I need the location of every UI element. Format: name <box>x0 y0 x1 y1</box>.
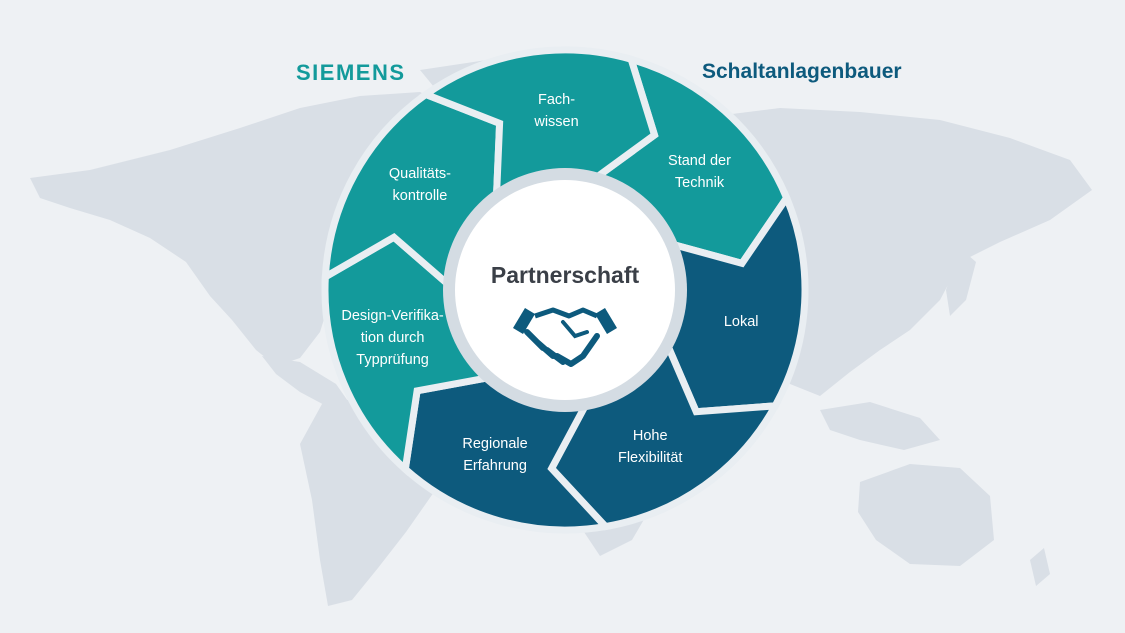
segment-label-qualitaetskontrolle: Qualitäts- kontrolle <box>388 166 451 205</box>
map-new-zealand <box>1030 548 1050 586</box>
map-central-america <box>262 356 350 408</box>
center-disc <box>455 180 675 400</box>
schaltanlagenbauer-header: Schaltanlagenbauer <box>702 60 902 83</box>
segment-label-hohe-flexibilitaet: Hohe Flexibilität <box>617 428 683 467</box>
segment-label-lokal: Lokal <box>723 313 759 330</box>
map-japan <box>946 248 976 316</box>
center-circle <box>443 168 687 412</box>
siemens-header: SIEMENS <box>296 60 406 85</box>
map-north-america <box>30 92 450 366</box>
handshake-icon <box>513 307 617 367</box>
segment-label-stand-der-technik: Stand der Technik <box>668 152 731 191</box>
segment-label-regionale-erfahrung: Regionale Erfahrung <box>462 435 528 474</box>
map-southeast-asia <box>820 402 940 450</box>
center-title: Partnerschaft <box>490 262 640 288</box>
map-australia <box>858 464 994 566</box>
segment-label-fachwissen: Fach- wissen <box>534 92 579 131</box>
segment-label-design-verifikation: Design-Verifika- tion durch Typprüfung <box>341 308 444 369</box>
